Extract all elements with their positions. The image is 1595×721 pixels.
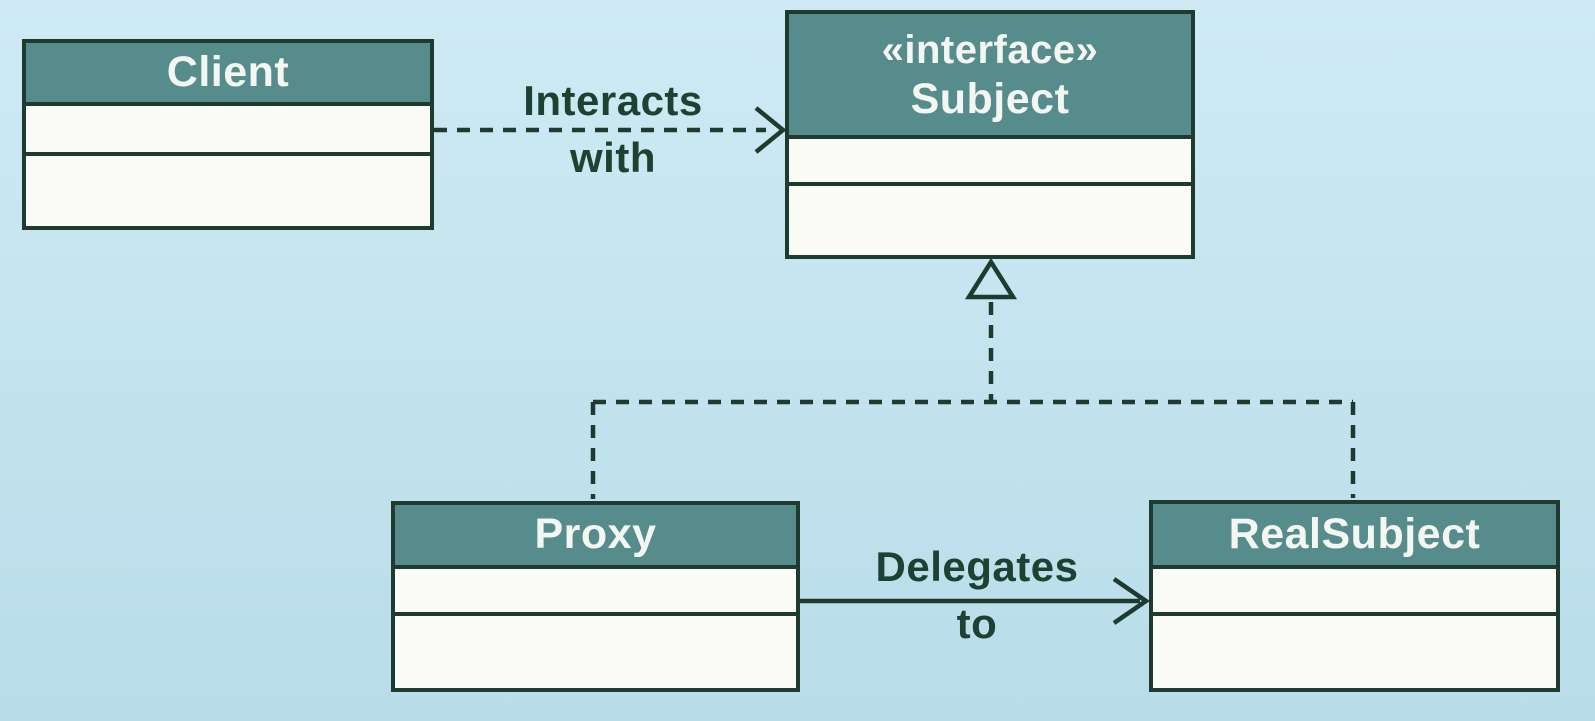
class-box-subject: «interface» Subject [785, 10, 1195, 259]
class-name-client: Client [166, 47, 290, 96]
edge-label-interacts-with: Interacts with [463, 72, 763, 186]
class-stereotype-subject: «interface» [881, 27, 1099, 72]
edge-label-interacts-line1: Interacts [523, 77, 703, 124]
class-header-proxy: Proxy [395, 505, 796, 565]
operations-compartment-client [26, 152, 430, 226]
edge-label-delegates-line1: Delegates [875, 543, 1079, 590]
operations-compartment-realsubject [1153, 612, 1556, 688]
hollow-triangle-arrowhead [964, 257, 1018, 300]
edge-label-delegates-line2: to [956, 600, 998, 647]
class-header-realsubject: RealSubject [1153, 504, 1556, 565]
class-header-client: Client [26, 43, 430, 102]
attributes-compartment-proxy [395, 565, 796, 612]
edge-label-interacts-line2: with [570, 134, 656, 181]
class-name-subject: Subject [910, 74, 1070, 123]
attributes-compartment-subject [789, 135, 1191, 182]
operations-compartment-subject [789, 182, 1191, 255]
class-name-proxy: Proxy [534, 510, 657, 559]
class-box-client: Client [22, 39, 434, 230]
attributes-compartment-client [26, 102, 430, 152]
operations-compartment-proxy [395, 612, 796, 688]
class-name-realsubject: RealSubject [1228, 509, 1481, 558]
class-box-realsubject: RealSubject [1149, 500, 1560, 692]
class-header-subject: «interface» Subject [789, 14, 1191, 135]
realization-connector-proxy-realsubject-to-subject [590, 257, 1356, 499]
class-box-proxy: Proxy [391, 501, 800, 692]
edge-label-delegates-to: Delegates to [827, 538, 1127, 652]
attributes-compartment-realsubject [1153, 565, 1556, 612]
